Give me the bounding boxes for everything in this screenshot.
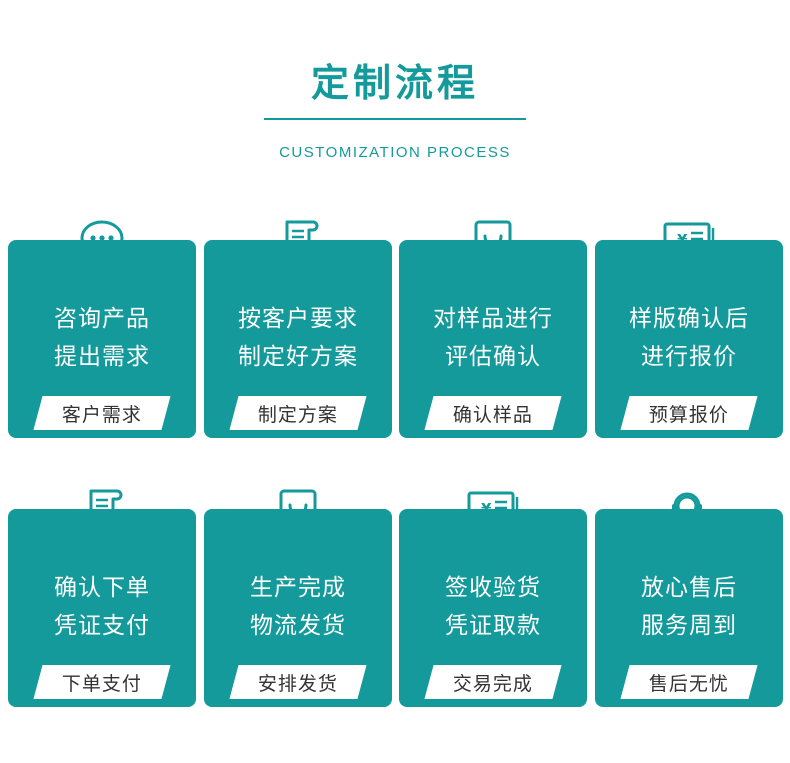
card-line-2: 服务周到 — [641, 613, 737, 639]
card-tag-label: 制定方案 — [257, 403, 338, 426]
card-description: 按客户要求 制定好方案 — [204, 300, 392, 376]
page-subtitle: CUSTOMIZATION PROCESS — [279, 144, 511, 161]
card-tag-label: 确认样品 — [452, 403, 533, 426]
card-tag: 售后无忧 — [620, 665, 758, 699]
card-tag: 交易完成 — [424, 665, 562, 699]
process-card-6: 生产完成 物流发货 安排发货 — [204, 509, 392, 707]
card-line-2: 进行报价 — [641, 344, 737, 370]
card-description: 样版确认后 进行报价 — [595, 300, 783, 376]
card-description: 咨询产品 提出需求 — [8, 300, 196, 376]
card-tag: 下单支付 — [33, 665, 171, 699]
card-description: 放心售后 服务周到 — [595, 569, 783, 645]
card-line-1: 签收验货 — [445, 575, 541, 601]
card-description: 对样品进行 评估确认 — [399, 300, 587, 376]
process-card-3: 对样品进行 评估确认 确认样品 — [399, 240, 587, 438]
card-description: 生产完成 物流发货 — [204, 569, 392, 645]
card-tag-label: 交易完成 — [452, 672, 533, 695]
card-tag: 客户需求 — [33, 396, 171, 430]
card-line-2: 物流发货 — [250, 613, 346, 639]
card-line-1: 咨询产品 — [54, 306, 150, 332]
process-card-8: 放心售后 服务周到 售后无忧 — [595, 509, 783, 707]
card-tag: 安排发货 — [229, 665, 367, 699]
card-line-2: 评估确认 — [445, 344, 541, 370]
card-tag-label: 安排发货 — [257, 672, 338, 695]
card-tag-label: 预算报价 — [648, 403, 729, 426]
card-tag: 确认样品 — [424, 396, 562, 430]
card-tag: 预算报价 — [620, 396, 758, 430]
card-tag: 制定方案 — [229, 396, 367, 430]
card-line-2: 凭证取款 — [445, 613, 541, 639]
page-title: 定制流程 — [310, 61, 479, 105]
card-tag-label: 售后无忧 — [648, 672, 729, 695]
card-description: 签收验货 凭证取款 — [399, 569, 587, 645]
process-card-4: 样版确认后 进行报价 预算报价 — [595, 240, 783, 438]
card-line-1: 确认下单 — [54, 575, 150, 601]
process-card-7: 签收验货 凭证取款 交易完成 — [399, 509, 587, 707]
card-line-2: 凭证支付 — [54, 613, 150, 639]
card-line-1: 生产完成 — [250, 575, 346, 601]
title-divider — [264, 118, 526, 120]
card-line-1: 按客户要求 — [238, 306, 358, 332]
card-tag-label: 客户需求 — [61, 403, 142, 426]
card-line-1: 放心售后 — [641, 575, 737, 601]
card-line-1: 样版确认后 — [629, 306, 749, 332]
process-card-1: 咨询产品 提出需求 客户需求 — [8, 240, 196, 438]
card-tag-label: 下单支付 — [61, 672, 142, 695]
process-card-5: 确认下单 凭证支付 下单支付 — [8, 509, 196, 707]
card-line-2: 制定好方案 — [238, 344, 358, 370]
process-card-2: 按客户要求 制定好方案 制定方案 — [204, 240, 392, 438]
card-line-1: 对样品进行 — [433, 306, 553, 332]
card-line-2: 提出需求 — [54, 344, 150, 370]
card-description: 确认下单 凭证支付 — [8, 569, 196, 645]
